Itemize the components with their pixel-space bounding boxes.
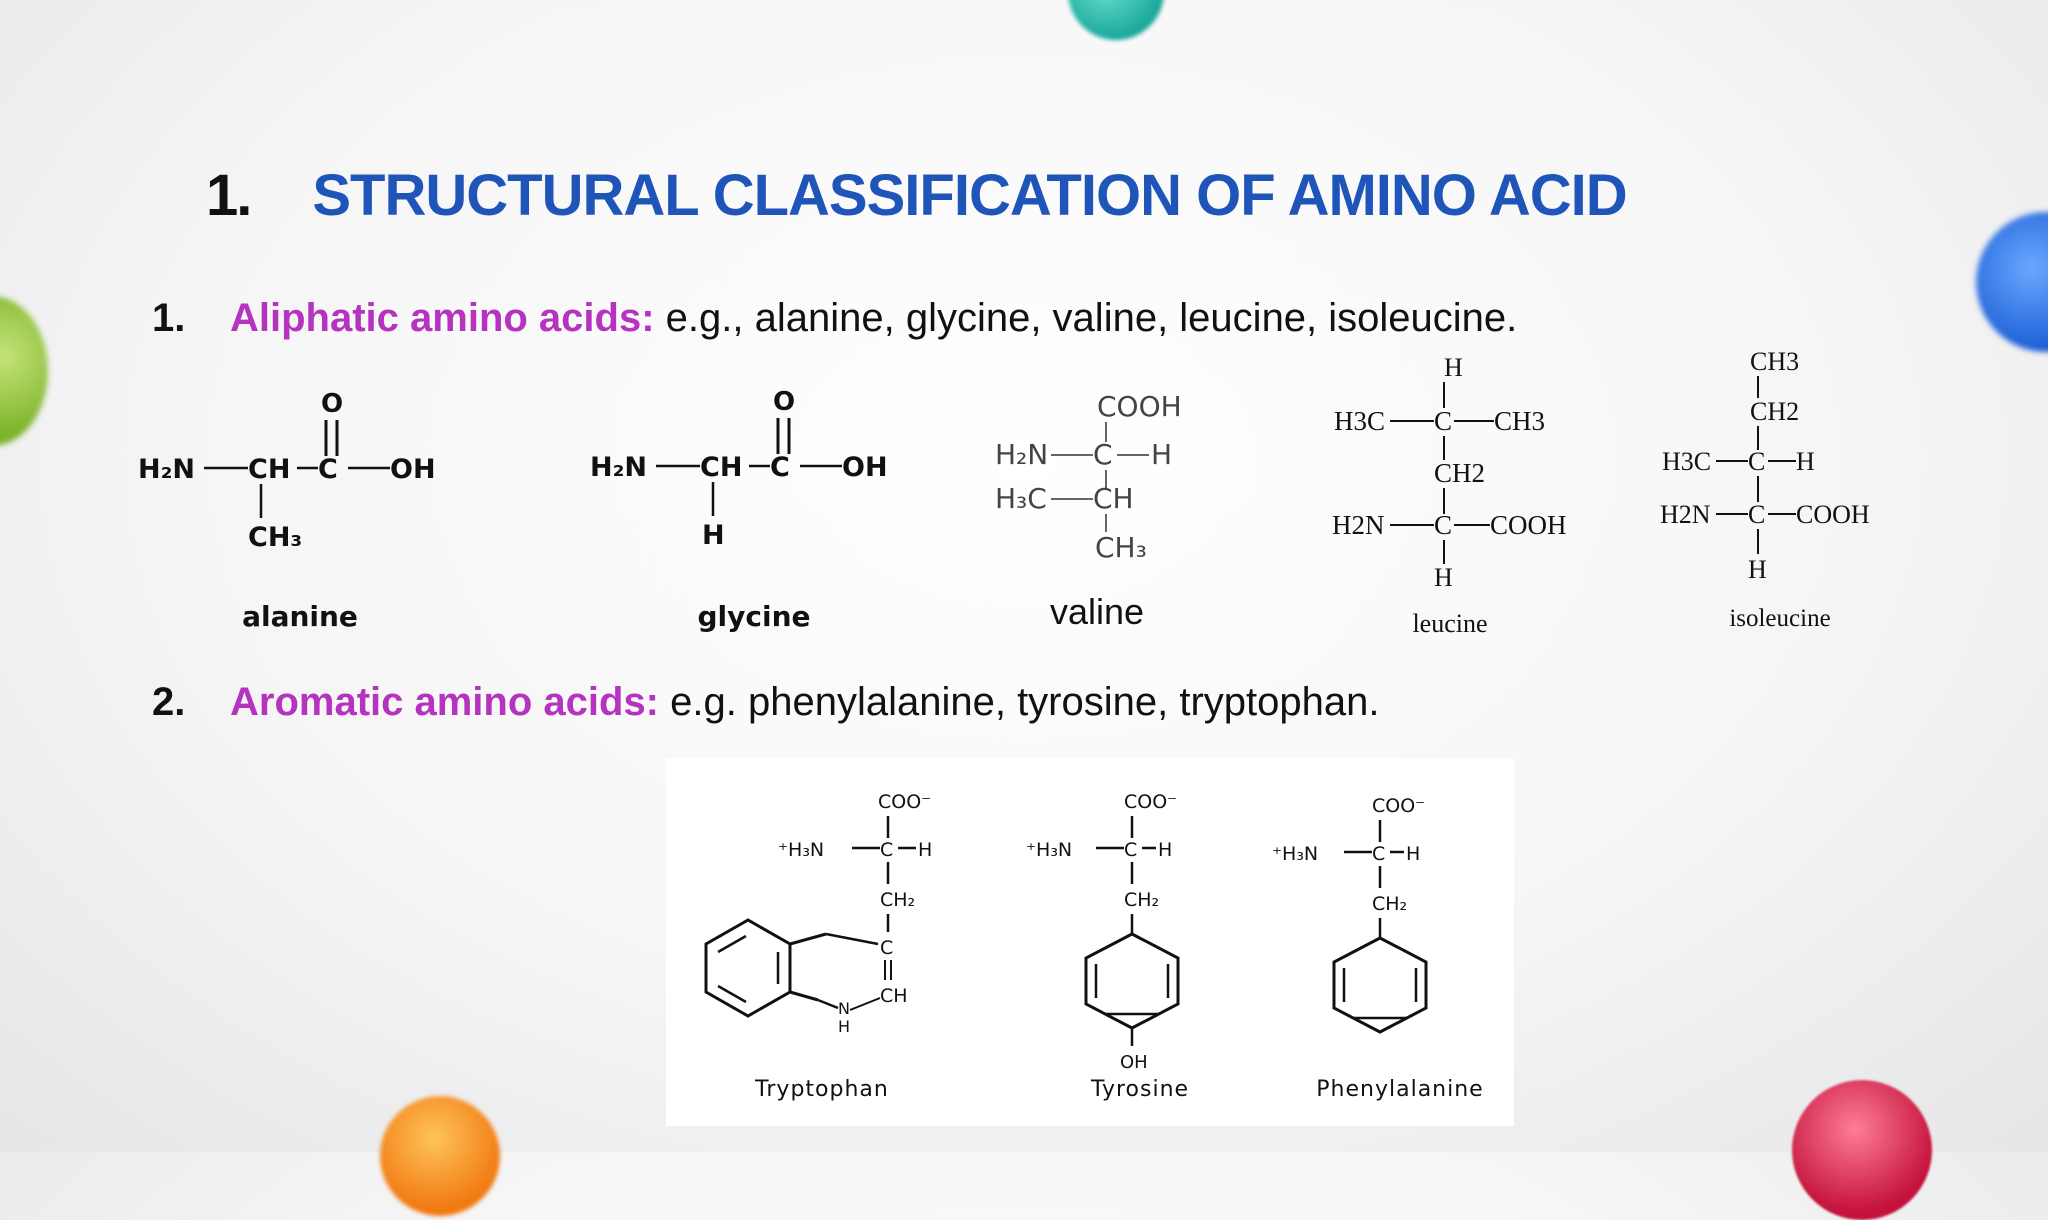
hydrogen-label: H [1158, 839, 1172, 861]
amine-label: H₂N [138, 454, 195, 485]
aromatic-structures-panel: COO⁻ ⁺H₃N C H CH₂ C CH N H Tryptop [666, 758, 1514, 1126]
amine-label: H₂N [590, 452, 647, 483]
valine-name: valine [1050, 591, 1144, 632]
alanine-name: alanine [242, 600, 358, 633]
carboxylate-label: COO⁻ [878, 791, 931, 813]
teal-orb-decoration [1068, 0, 1164, 40]
tryptophan-structure: COO⁻ ⁺H₃N C H CH₂ C CH N H Tryptop [704, 791, 932, 1102]
carbon-label: C [1124, 839, 1137, 861]
phenylalanine-structure: COO⁻ ⁺H₃N C H CH₂ Phenylalanine [1272, 795, 1483, 1102]
methylene-label: CH₂ [1372, 893, 1407, 915]
ch-label: CH [248, 454, 290, 485]
green-orb-decoration [0, 296, 48, 446]
hydrogen-label: H [1796, 447, 1815, 476]
blue-orb-decoration [1976, 212, 2048, 352]
carbon-label: C [1093, 438, 1113, 471]
hydroxyl-label: OH [842, 452, 888, 483]
ch-label: CH [700, 452, 742, 483]
ch-label: CH [1093, 482, 1134, 515]
list-text: e.g. phenylalanine, tyrosine, tryptophan… [659, 680, 1380, 724]
ammonium-label: ⁺H₃N [1026, 839, 1072, 861]
aromatic-structures-drawing: COO⁻ ⁺H₃N C H CH₂ C CH N H Tryptop [704, 791, 1483, 1102]
hydroxyl-label: OH [1120, 1052, 1148, 1073]
red-orb-decoration [1792, 1080, 1932, 1220]
leucine-name: leucine [1412, 609, 1487, 638]
hydrogen-label: H [1444, 353, 1463, 382]
carboxylate-label: COO⁻ [1124, 791, 1177, 813]
amine-label: H₂N [995, 438, 1048, 471]
methyl-label: H3C [1334, 406, 1385, 436]
tyrosine-name: Tyrosine [1090, 1077, 1189, 1102]
tyrosine-structure: COO⁻ ⁺H₃N C H CH₂ OH Tyrosine [1026, 791, 1189, 1102]
carbon-label: C [880, 839, 893, 861]
methyl-label: CH3 [1494, 406, 1545, 436]
glycine-structure: O H₂N CH C OH H glycine [590, 387, 888, 633]
methylene-label: CH₂ [880, 889, 915, 911]
hydrogen-label: H [918, 839, 932, 861]
nh-hydrogen-label: H [838, 1017, 850, 1036]
carboxylate-label: COO⁻ [1372, 795, 1425, 817]
orange-orb-decoration [380, 1096, 500, 1216]
valine-structure: COOH H₂N C H H₃C CH CH₃ valine [995, 390, 1182, 632]
carbon-label: C [1748, 500, 1765, 529]
list-text: e.g., alanine, glycine, valine, leucine,… [654, 296, 1518, 340]
list-number: 1. [152, 296, 186, 340]
carboxyl-label: COOH [1796, 500, 1870, 529]
title-text: STRUCTURAL CLASSIFICATION OF AMINO ACID [312, 162, 1627, 228]
nitrogen-label: N [838, 999, 850, 1018]
isoleucine-name: isoleucine [1729, 605, 1830, 632]
methyl-label: CH3 [1750, 347, 1799, 376]
hydrogen-label: H [702, 520, 725, 551]
alanine-structure: O H₂N CH C OH CH₃ alanine [138, 389, 436, 633]
methyl-label: CH₃ [248, 522, 302, 553]
hydrogen-label: H [1406, 843, 1420, 865]
hydrogen-label: H [1434, 563, 1453, 592]
ch-label: CH [880, 985, 908, 1007]
carbon-label: C [1434, 510, 1452, 540]
slide-title: 1. STRUCTURAL CLASSIFICATION OF AMINO AC… [206, 160, 1628, 230]
carboxyl-label: COOH [1097, 390, 1182, 423]
methylene-label: CH2 [1434, 458, 1485, 488]
carboxyl-label: COOH [1490, 510, 1567, 540]
list-item-aromatic: 2. Aromatic amino acids: e.g. phenylalani… [152, 680, 1379, 725]
carbon-label: C [1434, 406, 1452, 436]
ammonium-label: ⁺H₃N [778, 839, 824, 861]
list-heading: Aliphatic amino acids: [230, 296, 655, 340]
hydrogen-label: H [1748, 555, 1767, 584]
title-number: 1. [206, 162, 252, 228]
methyl-label: H₃C [995, 482, 1047, 515]
list-item-aliphatic: 1. Aliphatic amino acids: e.g., alanine, … [152, 296, 1517, 341]
oxygen-label: O [321, 389, 343, 419]
phenylalanine-name: Phenylalanine [1316, 1077, 1483, 1102]
list-number: 2. [152, 680, 186, 724]
amine-label: H2N [1660, 500, 1711, 529]
carbon-label: C [770, 452, 790, 483]
hydroxyl-label: OH [390, 454, 436, 485]
methyl-label: CH₃ [1095, 531, 1147, 564]
ammonium-label: ⁺H₃N [1272, 843, 1318, 865]
carbon-label: C [1372, 843, 1385, 865]
hydrogen-label: H [1151, 438, 1172, 471]
methylene-label: CH2 [1750, 397, 1799, 426]
glycine-name: glycine [697, 600, 810, 633]
oxygen-label: O [773, 387, 795, 417]
tryptophan-name: Tryptophan [754, 1077, 889, 1102]
carbon-label: C [1748, 447, 1765, 476]
amine-label: H2N [1332, 510, 1385, 540]
leucine-structure: H H3C C CH3 CH2 H2N C COOH H leucine [1332, 353, 1567, 638]
methyl-label: H3C [1662, 447, 1711, 476]
isoleucine-structure: CH3 CH2 H3C C H H2N C COOH H isoleucine [1660, 347, 1870, 632]
methylene-label: CH₂ [1124, 889, 1159, 911]
list-heading: Aromatic amino acids: [230, 680, 660, 724]
ring-carbon-label: C [880, 937, 893, 959]
carbon-label: C [318, 454, 338, 485]
